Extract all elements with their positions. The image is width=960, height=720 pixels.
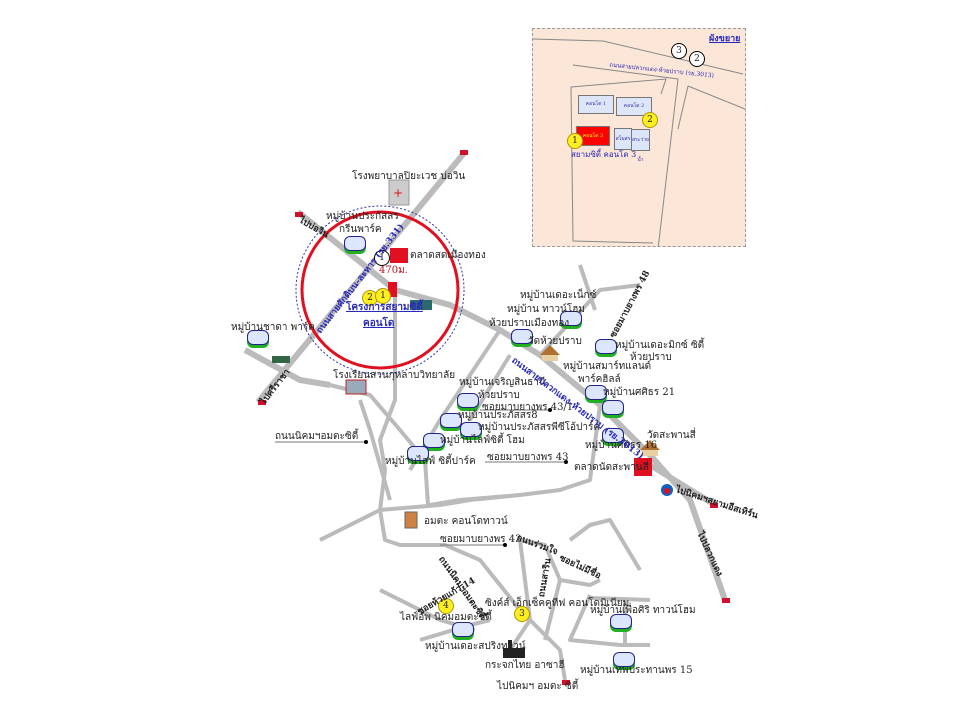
road-to-eastern	[648, 462, 717, 508]
place-label: ห้วยปราบ	[478, 390, 520, 401]
place-label: หมู่บ้านไลฟ์ ซิตี้ปาร์ค	[385, 456, 476, 467]
place-label: วัดสะพานสี่	[647, 430, 696, 441]
project-marker	[388, 282, 397, 297]
marker-3: 3	[514, 606, 530, 622]
place-label: หมู่บ้านชาดา พาร์ค	[231, 322, 315, 333]
village-icon	[595, 339, 617, 354]
village-icon	[610, 614, 632, 629]
village-icon	[602, 400, 624, 415]
village-icon	[407, 446, 429, 461]
inset-title: ผังขยาย	[709, 34, 741, 44]
street-label: ถนนนิคมฯอมตะซิตี้	[275, 431, 359, 442]
place-label: หมู่บ้านเดอะเน็กซ์	[520, 290, 597, 301]
building-condo-1: คอนโด 1	[578, 95, 614, 114]
road-331	[255, 150, 468, 404]
village-icon	[247, 330, 269, 345]
village-icon	[452, 622, 474, 637]
place-label: หมู่บ้านเดอะมิกซ์ ซิตี้	[615, 340, 705, 351]
place-label: หมู่บ้านประภัสสรพีซีโอ้ปาร์ค	[478, 422, 601, 433]
direction-label: ไปนิคมฯ อมตะ ซิตี้	[497, 681, 579, 692]
village-icon	[460, 422, 482, 437]
place-label: ตลาดสดเมืองทอง	[410, 250, 486, 261]
place-label: หมู่บ้านประกัสสร	[326, 211, 399, 222]
village-icon	[440, 413, 462, 428]
marker-1: 1	[375, 288, 391, 304]
market-icon	[634, 458, 652, 476]
direction-flag-icon	[258, 400, 266, 405]
marker-1: 1	[567, 133, 583, 149]
gas-station-icon	[661, 484, 673, 496]
place-label: หมู่บ้าน ทาวน์โฮม	[507, 304, 585, 315]
place-label: โรงพยาบาลปิยะเวช บ่อวิน	[352, 171, 466, 182]
direction-flag-icon	[710, 503, 718, 508]
marker-4: 4	[438, 598, 454, 614]
inset-project-label: สยามซิตี้ คอนโด 3	[571, 150, 637, 159]
place-label: หมู่บ้านสมาร์ทแลนด์	[563, 361, 652, 372]
direction-flag-icon	[295, 212, 303, 217]
hospital-icon: +	[388, 179, 410, 206]
place-label: ห้วยปราบเมืองทอง	[489, 318, 570, 329]
place-label: กระจกไทย อาซาฮี	[485, 660, 565, 671]
inset-detail-map: ผังขยาย 3 2 ถนนสายปลวกแดง-ห้วยปราบ (รย.3…	[532, 28, 746, 247]
place-label: หมู่บ้านไลฟ์ซิตี้ โฮม	[440, 435, 525, 446]
village-icon	[511, 329, 533, 344]
place-label: หมู่บ้านเพื่อศิริ ทาวน์โฮม	[590, 605, 696, 616]
marker-2: 2	[689, 51, 705, 67]
project-label[interactable]: คอนโด	[363, 318, 395, 329]
place-label: พาร์คฮิลล์	[578, 374, 621, 385]
village-icon	[602, 428, 624, 443]
place-label: หมู่บ้านศศิธร 21	[603, 387, 676, 398]
marker-2: 2	[642, 112, 658, 128]
place-label: ตลาดนัดสะพานสี่	[574, 462, 649, 473]
village-icon	[613, 652, 635, 667]
place-label: อมตะ คอนโดทาวน์	[424, 516, 508, 527]
village-icon	[344, 236, 366, 251]
factory-icon	[503, 640, 525, 658]
temple-icon	[640, 440, 660, 456]
temple-icon	[540, 345, 560, 361]
road-west	[243, 347, 331, 388]
place-label: กรีนพาร์ค	[339, 224, 382, 235]
place-label: โรงเรียนสวนกุหลาบวิทยาลัย	[333, 370, 456, 381]
building-condo-2: คอนโด 2	[616, 97, 652, 116]
place-label: หมู่บ้านเดอะสปริงทาวน์	[425, 641, 526, 652]
place-label: วัดห้วยปราบ	[528, 336, 582, 347]
project-label[interactable]: โครงการสยามซิตี้	[346, 302, 423, 313]
street-label: ซอยมาบยางพร 43/1	[482, 402, 574, 413]
street-label: ซอยมาบยางพร 43	[440, 534, 522, 545]
marker-1: 1	[374, 250, 390, 266]
building-pool: สระว่ายน้ำ	[631, 129, 650, 163]
direction-flag-icon	[562, 680, 570, 685]
tesco-icon	[410, 300, 432, 310]
radius-circle	[300, 210, 460, 370]
place-label: หมู่บ้านประภัสสร8	[458, 410, 538, 421]
place-label: หมู่บ้านเทพประทานพร 15	[580, 665, 693, 676]
place-label: ซิงค์ส์ เอ็กเซ็คคูทีฟ คอนโดมิเนียม	[485, 598, 630, 609]
place-label: ไลฟ์อัพ นิคมอมตะซิตี้	[400, 612, 492, 623]
village-icon	[585, 385, 607, 400]
direction-flag-icon	[460, 150, 468, 155]
svg-text:+: +	[393, 186, 403, 200]
direction-flag-icon	[722, 598, 730, 603]
distance-label: 470ม.	[379, 265, 408, 276]
outer-radius-circle	[295, 205, 465, 375]
place-label: หมู่บ้านเจริญสินธานี	[459, 377, 546, 388]
building-condo-3: คอนโด 3	[576, 126, 610, 146]
building-clubhouse: สโมสร	[614, 128, 632, 150]
village-icon	[560, 311, 582, 326]
global-house-icon	[272, 356, 290, 363]
village-icon	[457, 393, 479, 408]
market-icon	[390, 248, 408, 263]
condo-building-icon	[404, 511, 418, 529]
place-label: หมู่บ้านศศิธร 16	[585, 440, 658, 451]
village-icon	[423, 433, 445, 448]
street-label: ซอยมาบยางพร 43	[487, 452, 569, 463]
place-label: ห้วยปราบ	[630, 352, 672, 363]
school-icon	[345, 379, 367, 395]
marker-3: 3	[671, 43, 687, 59]
